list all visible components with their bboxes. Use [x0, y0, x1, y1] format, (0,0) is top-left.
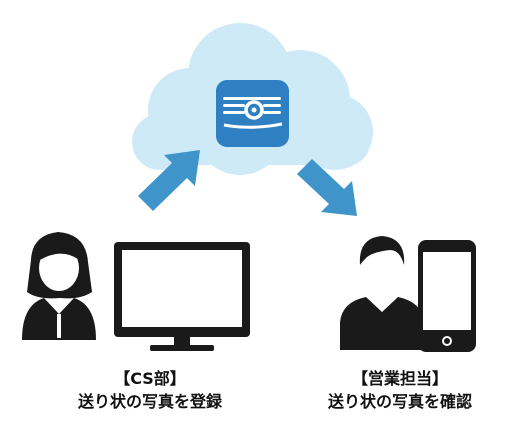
- smartphone-icon: [418, 240, 476, 352]
- woman-avatar-icon: [22, 232, 96, 340]
- right-actor-description: 送り状の写真を確認: [327, 392, 472, 411]
- app-icon: [216, 80, 289, 147]
- download-arrow-icon: [297, 159, 357, 216]
- left-actor-caption: 【CS部】 送り状の写真を登録: [40, 368, 260, 414]
- man-avatar-icon: [340, 236, 424, 350]
- left-actor-description: 送り状の写真を登録: [77, 392, 222, 411]
- monitor-icon: [114, 242, 250, 351]
- left-actor-title: 【CS部】: [114, 369, 186, 388]
- upload-arrow-icon: [138, 150, 200, 211]
- right-actor-caption: 【営業担当】 送り状の写真を確認: [300, 368, 500, 414]
- right-actor-title: 【営業担当】: [351, 369, 448, 388]
